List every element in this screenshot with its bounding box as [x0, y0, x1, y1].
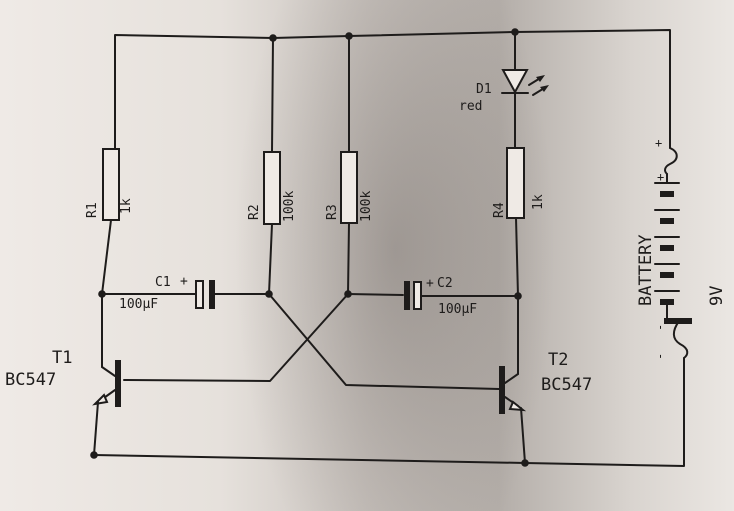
d1-ref-label: D1 — [476, 82, 492, 97]
positive-rail-wire — [114, 29, 671, 151]
c2-ref-label: C2 — [437, 276, 453, 291]
cross-coupling-wire — [268, 293, 500, 390]
capacitor-c2 — [347, 281, 519, 310]
r4-value-label: 1k — [531, 194, 546, 210]
r2-ref-label: R2 — [247, 204, 262, 220]
resistor-r2 — [263, 37, 281, 295]
t2-type-label: BC547 — [541, 375, 592, 395]
capacitor-c1 — [101, 280, 270, 309]
cross-coupling-wire — [123, 293, 349, 382]
t1-ref-label: T1 — [52, 348, 72, 368]
battery-voltage-label: 9V — [707, 286, 727, 306]
c1-polarity-label: + — [180, 274, 188, 289]
battery-9v — [654, 147, 692, 359]
t2-ref-label: T2 — [548, 350, 568, 370]
led-d1 — [501, 31, 549, 149]
resistor-r3 — [340, 35, 358, 295]
c1-ref-label: C1 — [155, 275, 171, 290]
resistor-r1 — [101, 148, 120, 295]
transistor-t1 — [92, 293, 121, 456]
battery-plus-label: + — [657, 170, 664, 184]
r3-value-label: 100k — [359, 191, 374, 222]
r2-value-label: 100k — [282, 191, 297, 222]
resistor-r4 — [506, 147, 525, 297]
d1-color-label: red — [459, 99, 482, 114]
battery-minus-label: - — [653, 324, 667, 331]
r4-ref-label: R4 — [492, 202, 507, 218]
c2-polarity-label: + — [426, 276, 434, 291]
transistor-t2 — [499, 295, 527, 464]
r1-ref-label: R1 — [85, 202, 100, 218]
r3-ref-label: R3 — [325, 204, 340, 220]
c1-value-label: 100µF — [119, 297, 158, 312]
battery-plus-top-label: + — [655, 136, 662, 150]
r1-value-label: 1k — [119, 198, 134, 214]
battery-minus-bottom-label: - — [653, 353, 667, 360]
light-emission-arrows-icon — [528, 75, 549, 96]
c2-value-label: 100µF — [438, 302, 477, 317]
battery-label: BATTERY — [636, 234, 656, 306]
t1-type-label: BC547 — [5, 370, 56, 390]
ground-rail-wire — [93, 357, 685, 467]
